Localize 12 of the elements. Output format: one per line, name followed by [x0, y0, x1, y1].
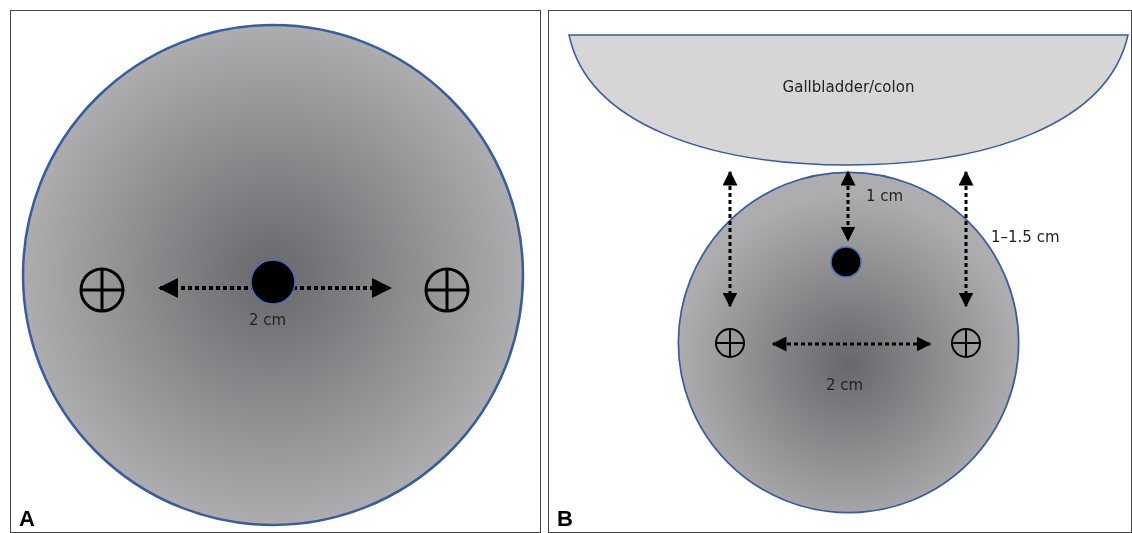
dimension-label: 2 cm: [249, 311, 287, 329]
dimension-label: 1–1.5 cm: [991, 228, 1060, 246]
distance-arrow: [840, 170, 856, 242]
distance-arrow: [722, 170, 738, 308]
distance-arrow: [958, 170, 974, 308]
dimension-label: 2 cm: [826, 376, 864, 394]
organ-label: Gallbladder/colon: [782, 78, 915, 96]
dimension-label: 1 cm: [866, 187, 904, 205]
panel-label: B: [557, 508, 573, 530]
organ-shape: [568, 34, 1129, 166]
panel-label: A: [19, 508, 35, 530]
figure-panel: [548, 10, 1132, 533]
